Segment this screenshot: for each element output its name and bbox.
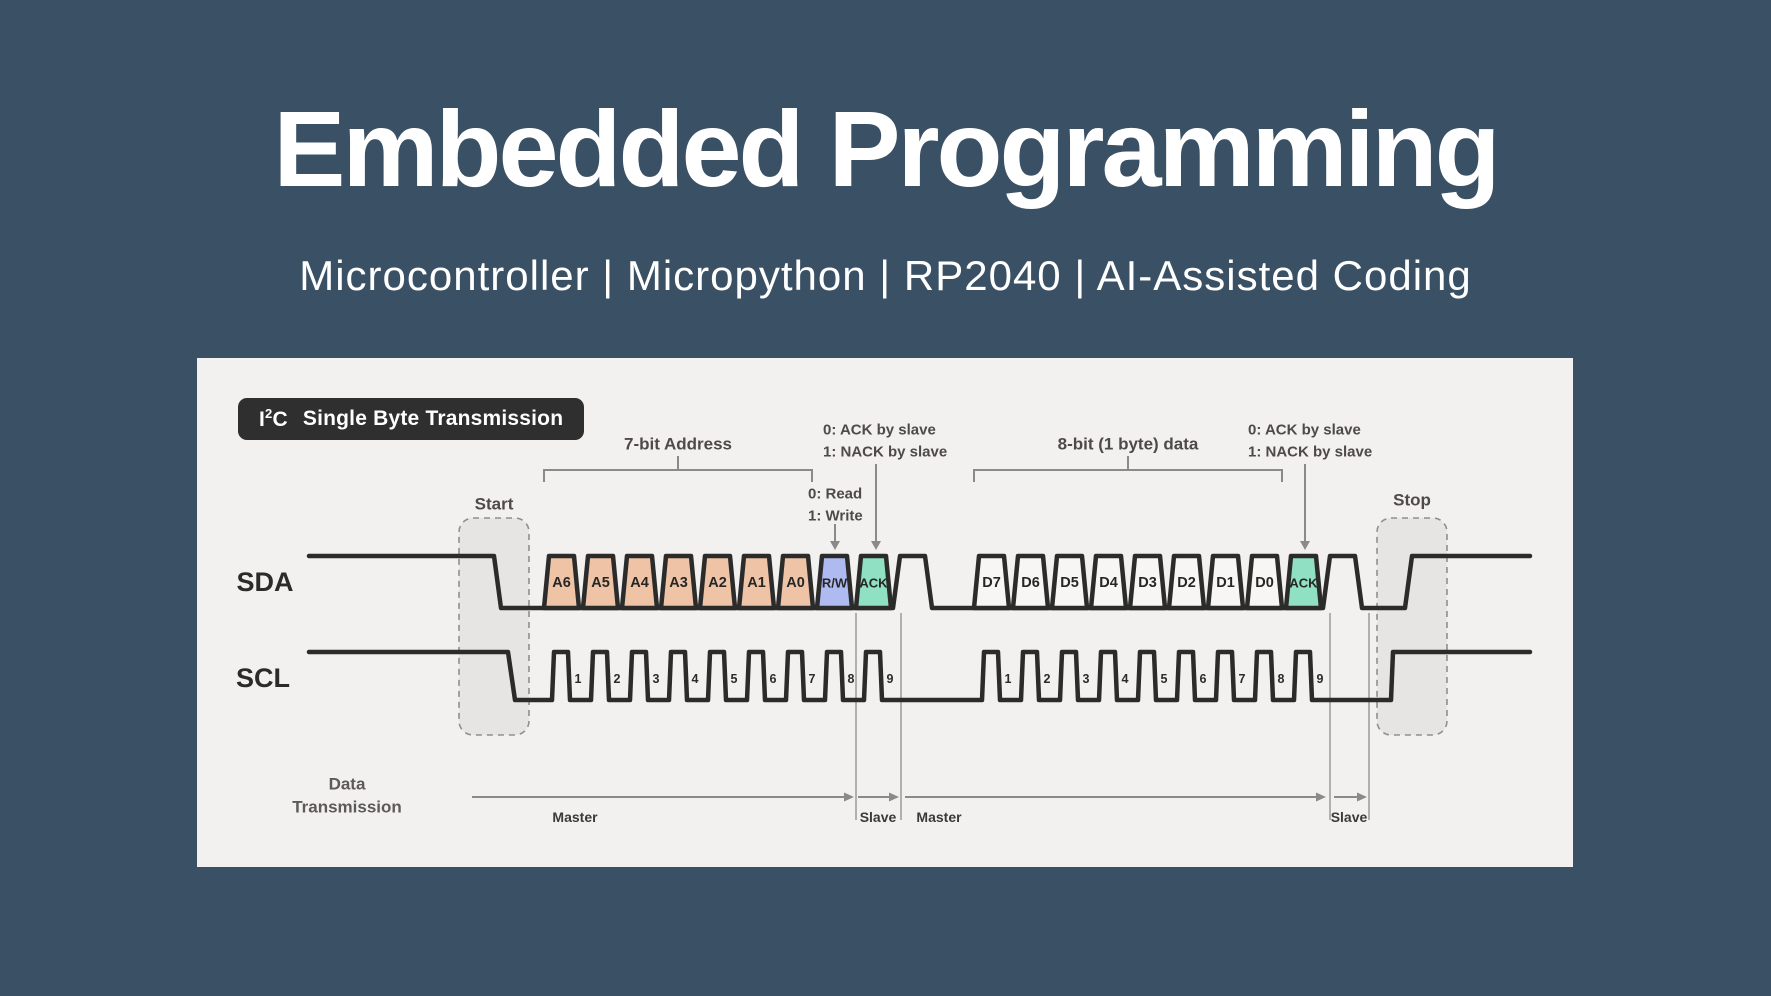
scl-clock-number: 1 [575,672,582,686]
scl-clock-number: 4 [692,672,699,686]
ack-address-pointer-arrow-head [871,541,881,550]
slave-phase-arrow-1-head [889,792,899,802]
master-phase-arrow-1-head [844,792,854,802]
i2c-badge: I2C Single Byte Transmission [238,398,585,440]
bit-cell-label-a1: A1 [747,575,766,591]
bit-cell-a1 [736,553,777,611]
bit-cell-a5 [580,553,621,611]
marker-boxes-layer [458,517,1448,736]
rw-annotation-line2: 1: Write [808,508,863,525]
i2c-chip-label: I2C [259,406,288,432]
bit-cell-label-ack: ACK [1289,576,1318,591]
bit-cell-a6 [541,553,582,611]
stop-marker-box [1376,517,1448,736]
i2c-superscript: 2 [265,406,273,421]
bit-cell-d5 [1049,553,1090,611]
bit-cell-label-a3: A3 [669,575,688,591]
master-phase-arrow-2-head [1316,792,1326,802]
address-group-label: 7-bit Address [624,435,732,454]
scl-clock-number: 4 [1122,672,1129,686]
bit-cell-d2 [1166,553,1207,611]
i2c-timing-diagram: 1 2 3 4 5 6 7 8 9 1 2 3 4 5 6 7 8 9 A6 A5 A4 A3 A2 A1 A0 R/W ACK D… [236,422,1533,825]
badge-title: Single Byte Transmission [302,407,564,430]
scl-clock-number: 9 [1317,672,1324,686]
i2c-base: I [259,408,266,431]
scl-clock-number: 5 [1161,672,1168,686]
scl-clock-number: 3 [1083,672,1090,686]
start-marker-box [458,517,530,736]
bit-cell-label-d4: D4 [1099,575,1118,591]
scl-clock-number: 8 [848,672,855,686]
bit-cell-d1 [1205,553,1246,611]
data-group-label: 8-bit (1 byte) data [1058,435,1199,454]
rw-annotation-line1: 0: Read [808,486,862,503]
bit-cell-a3 [658,553,699,611]
scl-clock-number: 2 [1044,672,1051,686]
scl-clock-number: 8 [1278,672,1285,686]
scl-clock-number: 7 [1239,672,1246,686]
stop-condition-label: Stop [1393,491,1431,510]
i2c-end: C [272,408,288,431]
bit-cell-label-d1: D1 [1216,575,1235,591]
bit-cell-label-a6: A6 [552,575,571,591]
bit-cell-d7 [971,553,1012,611]
bit-cell-label-d5: D5 [1060,575,1079,591]
bit-cell-ack [853,553,894,611]
bit-cell-label-d3: D3 [1138,575,1157,591]
bit-cell-label-d6: D6 [1021,575,1040,591]
scl-clock-number: 2 [614,672,621,686]
segment-label-master-1: Master [552,809,598,825]
address-group-bracket [543,456,813,482]
ack-address-annotation-line2: 1: NACK by slave [823,444,947,461]
page-subtitle: Microcontroller | Micropython | RP2040 |… [299,252,1472,299]
page-title: Embedded Programming [273,88,1500,209]
bit-cell-a4 [619,553,660,611]
bit-cell-d6 [1010,553,1051,611]
bit-cell-label-a2: A2 [708,575,727,591]
scl-clock-number: 6 [1200,672,1207,686]
bit-cell-label-ack: ACK [859,576,888,591]
segment-label-slave-2: Slave [1331,809,1368,825]
scl-signal-label: SCL [236,663,290,693]
bit-cell-rw [814,553,855,611]
bit-cell-label-d7: D7 [982,575,1001,591]
slave-phase-arrow-2-head [1357,792,1367,802]
bit-cell-ack [1283,553,1324,611]
scl-clock-number: 9 [887,672,894,686]
segment-label-master-2: Master [916,809,962,825]
ack-address-annotation-line1: 0: ACK by slave [823,422,936,439]
bit-cell-label-rw: R/W [822,576,848,591]
bit-cell-a0 [775,553,816,611]
data-transmission-label-line1: Data [329,775,366,794]
segment-label-slave-1: Slave [860,809,897,825]
sda-signal-label: SDA [236,567,293,597]
data-transmission-label-line2: Transmission [292,798,402,817]
bit-cell-d0 [1244,553,1285,611]
scl-clock-number: 1 [1005,672,1012,686]
bit-cell-d3 [1127,553,1168,611]
data-group-bracket [973,456,1283,482]
ack-data-pointer-arrow-head [1300,541,1310,550]
rw-pointer-arrow-head [830,541,840,550]
scl-clock-number: 5 [731,672,738,686]
bit-cell-label-a5: A5 [591,575,610,591]
scl-clock-number: 7 [809,672,816,686]
bit-cell-a2 [697,553,738,611]
bit-cell-label-a4: A4 [630,575,649,591]
guides-layer [472,456,1370,820]
ack-data-annotation-line2: 1: NACK by slave [1248,444,1372,461]
bit-cell-label-d0: D0 [1255,575,1274,591]
ack-data-annotation-line1: 0: ACK by slave [1248,422,1361,439]
bit-cell-label-d2: D2 [1177,575,1196,591]
start-condition-label: Start [475,495,514,514]
scl-clock-number: 6 [770,672,777,686]
bit-cell-d4 [1088,553,1129,611]
bit-cell-label-a0: A0 [786,575,805,591]
scl-waveform [306,649,1533,703]
scl-clock-number: 3 [653,672,660,686]
bit-cells-layer: A6 A5 A4 A3 A2 A1 A0 R/W ACK D7 D6 D5 D4 D3 D2 D1 D0 ACK [541,553,1324,611]
